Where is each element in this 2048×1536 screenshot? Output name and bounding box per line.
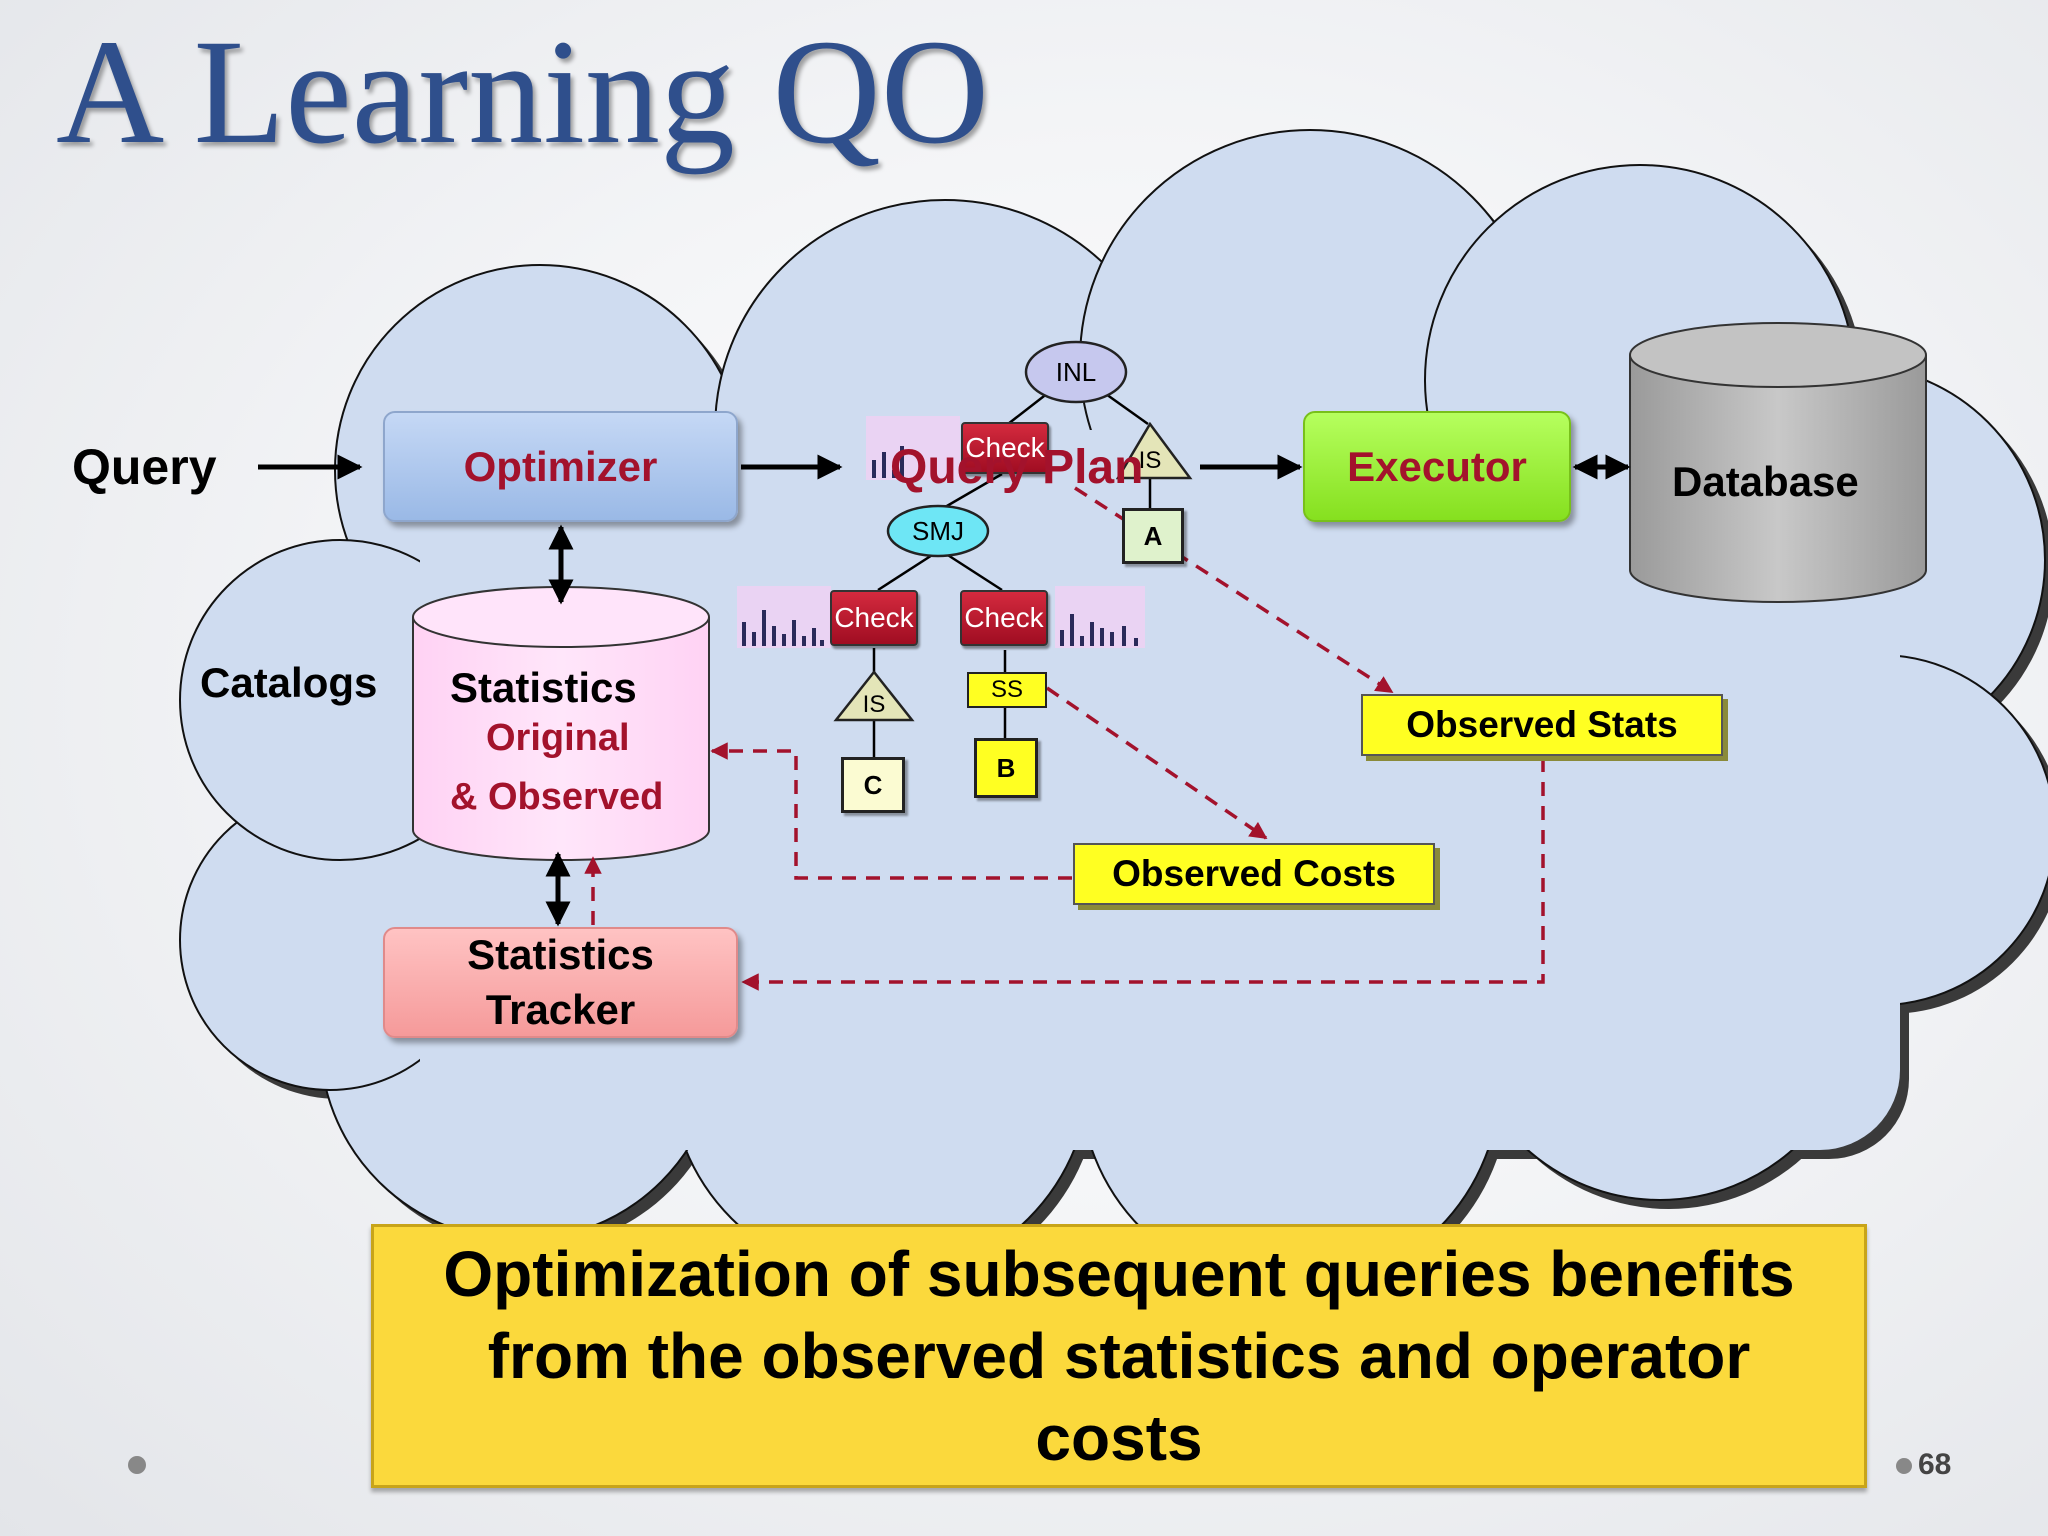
statistics-title: Statistics bbox=[450, 664, 637, 711]
smj-node-shape bbox=[886, 504, 990, 558]
feedback-arrows bbox=[584, 486, 1545, 991]
ss-node: SS bbox=[967, 672, 1047, 708]
statistics-observed: & Observed bbox=[450, 776, 664, 818]
leaf-c: C bbox=[841, 757, 905, 813]
histogram-left bbox=[737, 586, 831, 648]
observed-stats-box: Observed Stats bbox=[1361, 694, 1723, 756]
statistics-original: Original bbox=[486, 717, 630, 759]
footer-dot-left bbox=[128, 1456, 146, 1474]
footer-dot-right bbox=[1896, 1458, 1912, 1474]
statistics-tracker-box: Statistics Tracker bbox=[383, 927, 738, 1038]
optimizer-box: Optimizer bbox=[383, 411, 738, 522]
slide-title: A Learning QO bbox=[56, 9, 990, 175]
query-label: Query bbox=[72, 439, 217, 495]
check-node-left: Check bbox=[830, 590, 918, 646]
summary-callout: Optimization of subsequent queries benef… bbox=[371, 1224, 1867, 1488]
histogram-top bbox=[866, 416, 960, 480]
leaf-a: A bbox=[1122, 508, 1184, 564]
database-cylinder bbox=[1629, 322, 1927, 603]
is-top-shape bbox=[1115, 421, 1193, 480]
histogram-right bbox=[1055, 586, 1145, 648]
executor-box: Executor bbox=[1303, 411, 1571, 522]
query-plan-label: Query Plan bbox=[890, 441, 1144, 494]
is-left-shape bbox=[833, 669, 915, 722]
inl-node: INL bbox=[1055, 356, 1097, 387]
is-node-top: IS bbox=[1138, 447, 1162, 474]
catalogs-label: Catalogs bbox=[200, 659, 378, 706]
statistics-cylinder bbox=[412, 586, 710, 861]
smj-node: SMJ bbox=[912, 515, 964, 546]
check-node-top: Check bbox=[961, 422, 1049, 474]
page-number: 68 bbox=[1918, 1448, 1952, 1481]
check-node-right: Check bbox=[960, 590, 1048, 646]
inl-node-shape bbox=[1024, 340, 1128, 404]
is-node-left: IS bbox=[862, 691, 886, 718]
tracker-line1: Statistics bbox=[467, 930, 654, 978]
leaf-b: B bbox=[974, 738, 1038, 798]
tracker-line2: Tracker bbox=[485, 985, 636, 1033]
observed-costs-box: Observed Costs bbox=[1073, 843, 1435, 905]
database-label: Database bbox=[1672, 458, 1859, 505]
